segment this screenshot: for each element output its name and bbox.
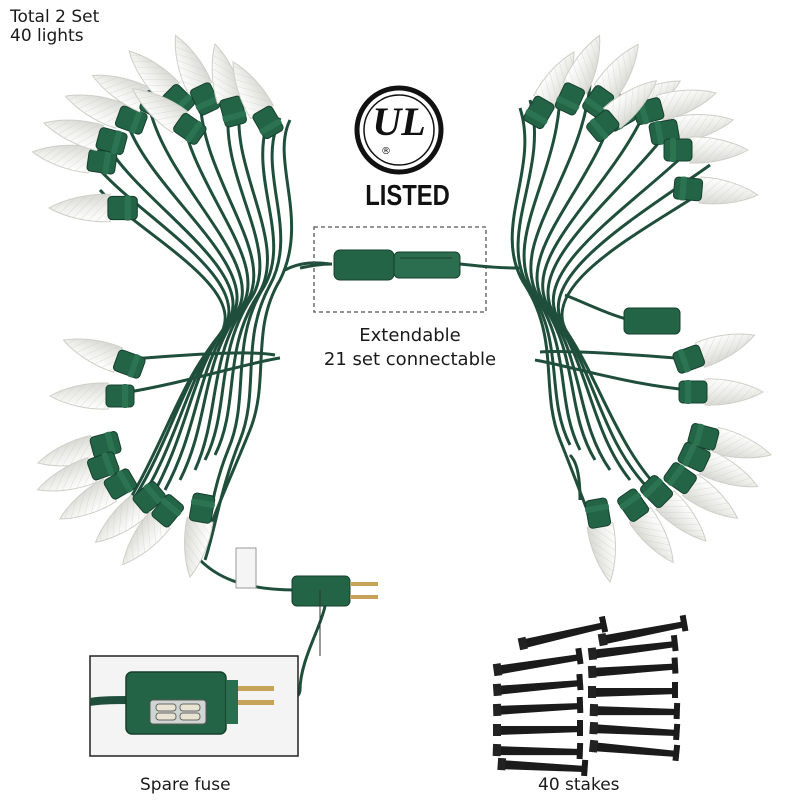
extendable-text: Extendable <box>359 325 461 346</box>
total-lights-text: 40 lights <box>10 26 84 46</box>
inline-connector <box>333 249 461 281</box>
fuse-inset <box>89 655 299 757</box>
extend-caption: Extendable 21 set connectable <box>300 324 520 372</box>
right-light-string <box>510 84 711 541</box>
connectable-text: 21 set connectable <box>323 349 497 370</box>
stakes-caption: 40 stakes <box>538 775 620 795</box>
end-connector <box>623 307 681 335</box>
stakes-group <box>492 614 689 777</box>
total-caption: Total 2 Set 40 lights <box>10 8 99 46</box>
spare-fuse-caption: Spare fuse <box>140 775 231 795</box>
left-bulbs-top <box>30 29 287 223</box>
plug <box>291 575 378 607</box>
left-light-string <box>98 94 331 704</box>
ul-listed-label: LISTED <box>365 180 450 212</box>
ul-logo <box>354 85 444 175</box>
connector-box <box>313 226 487 313</box>
registered-mark: ® <box>381 146 391 157</box>
ul-letters: UL <box>372 99 426 144</box>
total-set-text: Total 2 Set <box>10 7 100 27</box>
ul-tag <box>235 547 257 589</box>
